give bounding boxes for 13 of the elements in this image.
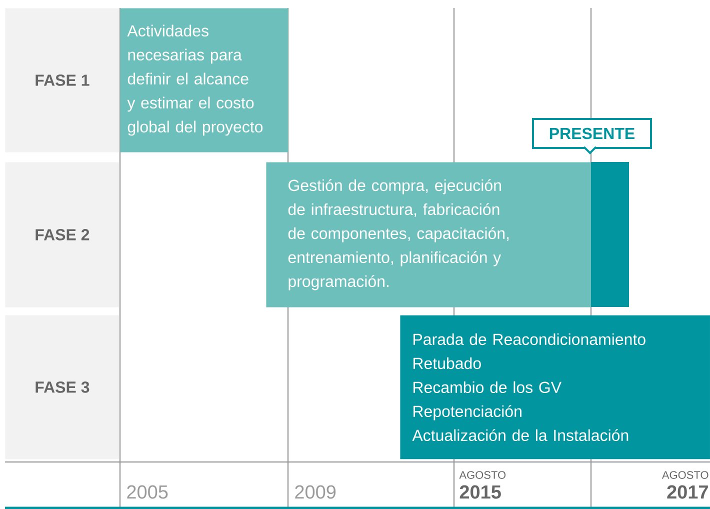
- phase-bar: Actividades necesarias para definir el alcance y estimar el costo global del proyecto: [120, 8, 288, 152]
- callout-box: PRESENTE: [532, 118, 652, 154]
- phase-bar: Parada de Reacondicionamiento Retubado Recambio de los GV Repotenciación Actualización de la Instalación: [400, 315, 710, 460]
- month-label: AGOSTO: [459, 471, 506, 479]
- phase-bar: Gestión de compra, ejecución de infraestructura, fabricación de componentes, capacitación, entrenamiento, planificación y programación.: [266, 162, 629, 308]
- year-label: 2017: [667, 485, 708, 499]
- year-label: 2005: [127, 485, 168, 499]
- phase-label: FASE 3: [5, 315, 120, 460]
- year-label: 2015: [460, 485, 501, 499]
- year-label: 2009: [295, 485, 336, 499]
- phase-label: FASE 1: [5, 8, 120, 152]
- phase-label: FASE 2: [5, 162, 120, 308]
- month-label: AGOSTO: [662, 471, 708, 479]
